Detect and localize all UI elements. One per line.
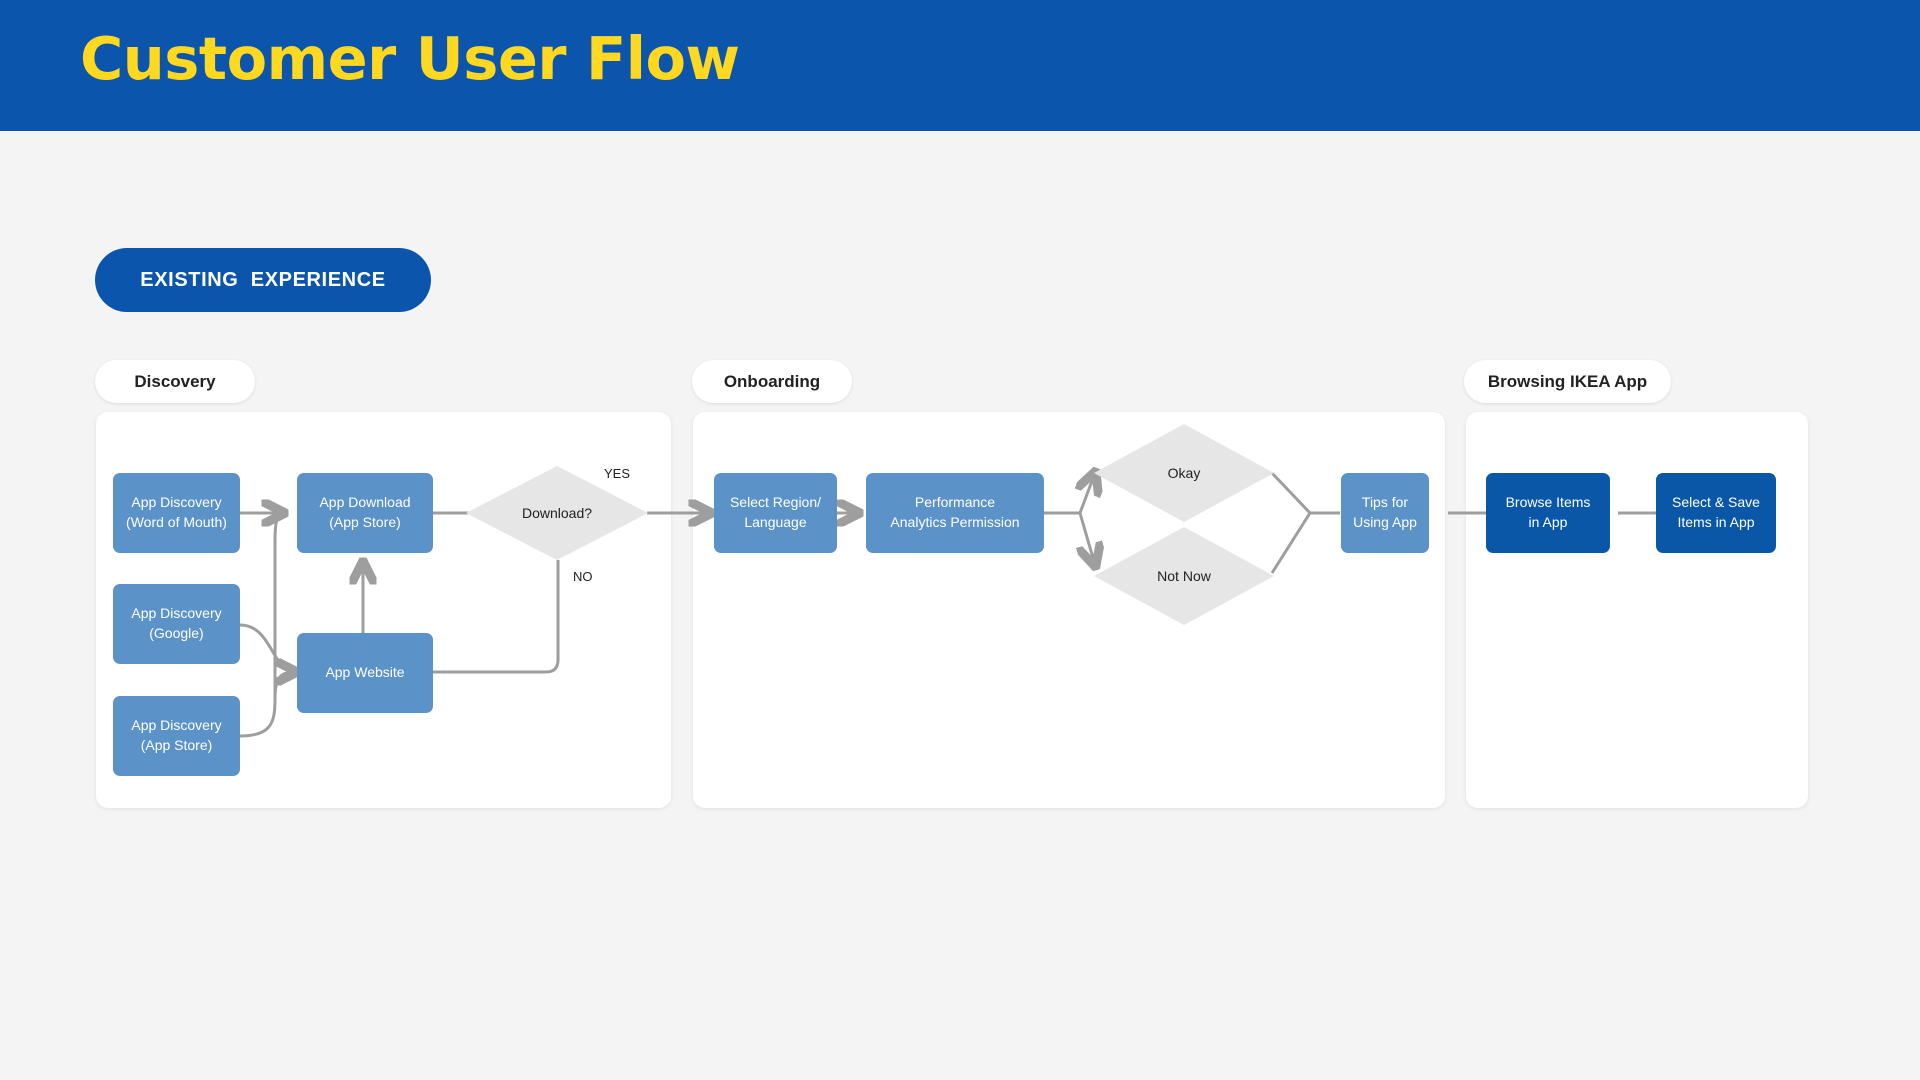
decision-okay[interactable]: Okay — [1094, 424, 1274, 522]
node-app-discovery-app-store[interactable]: App Discovery(App Store) — [113, 696, 240, 776]
page-header: Customer User Flow — [0, 0, 1920, 131]
decision-download[interactable]: Download? — [466, 466, 648, 560]
node-select-region-language[interactable]: Select Region/Language — [714, 473, 837, 553]
section-label-discovery[interactable]: Discovery — [95, 360, 255, 403]
panel-browsing-ikea-app — [1466, 412, 1808, 808]
existing-experience-badge[interactable]: EXISTING EXPERIENCE — [95, 248, 431, 312]
node-app-website[interactable]: App Website — [297, 633, 433, 713]
decision-download-label: Download? — [521, 505, 593, 521]
panel-onboarding — [693, 412, 1445, 808]
page-title: Customer User Flow — [80, 24, 740, 93]
section-label-onboarding[interactable]: Onboarding — [692, 360, 852, 403]
edge-label-yes: YES — [604, 466, 631, 481]
node-app-discovery-google[interactable]: App Discovery(Google) — [113, 584, 240, 664]
node-app-discovery-word-of-mouth[interactable]: App Discovery(Word of Mouth) — [113, 473, 240, 553]
node-app-download-app-store[interactable]: App Download(App Store) — [297, 473, 433, 553]
decision-okay-label: Okay — [1167, 465, 1201, 481]
decision-not-now[interactable]: Not Now — [1094, 527, 1274, 625]
section-label-browsing-ikea-app[interactable]: Browsing IKEA App — [1464, 360, 1671, 403]
decision-not-now-label: Not Now — [1157, 568, 1211, 584]
edge-label-no: NO — [573, 569, 593, 584]
